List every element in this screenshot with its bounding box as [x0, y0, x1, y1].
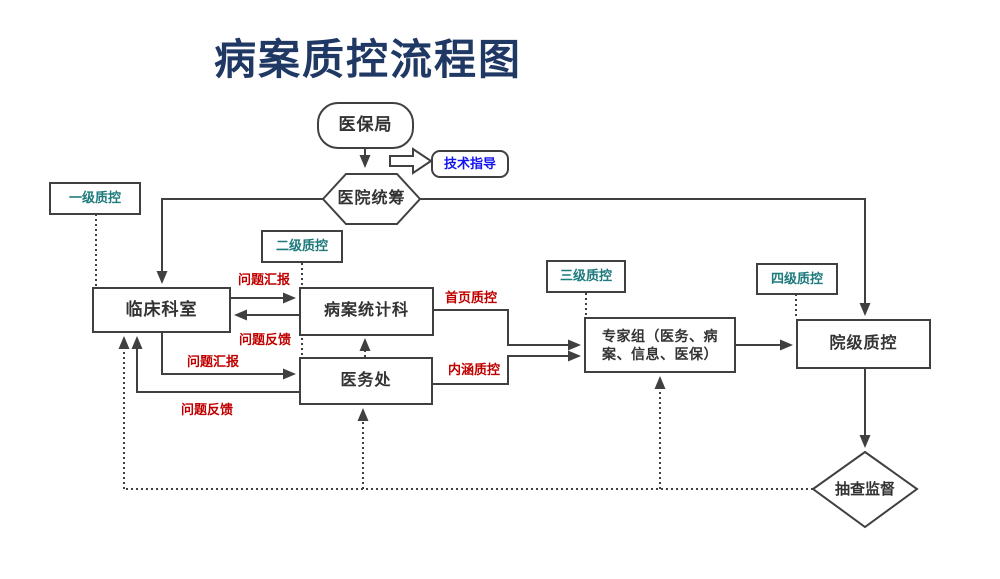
shape-level4-qc [756, 263, 838, 295]
node-level3-qc: 三级质控 [559, 268, 612, 284]
shape-hospital-coordination-hexagon [321, 173, 422, 225]
shape-hospital-level-qc [796, 319, 931, 369]
node-level4-qc: 四级质控 [770, 270, 823, 286]
node-level2-qc: 二级质控 [275, 238, 328, 254]
node-technical-guidance: 技术指导 [443, 155, 496, 171]
node-medical-affairs-office: 医务处 [340, 371, 392, 389]
node-expert-group: 专家组（医务、病 案、信息、医保） [585, 318, 735, 372]
shape-medical-affairs-office [299, 357, 433, 405]
node-level1-qc: 一级质控 [68, 190, 121, 206]
shape-spot-check-diamond [811, 450, 919, 529]
edge-label-problem-report-2: 问题汇报 [186, 353, 239, 369]
page-title: 病案质控流程图 [214, 36, 523, 83]
edge-label-problem-report-1: 问题汇报 [237, 271, 290, 287]
edge-coordination-to-hospital-qc [420, 198, 871, 316]
edge-label-content-qc: 内涵质控 [447, 361, 500, 377]
shape-medical-record-statistics [299, 287, 434, 336]
shape-level1-qc [49, 182, 141, 215]
shape-level2-qc [261, 230, 343, 263]
node-medical-record-statistics: 病案统计科 [323, 302, 409, 320]
node-clinical-department: 临床科室 [125, 299, 198, 319]
shape-level3-qc [546, 260, 626, 293]
edge-clinical-to-affairs-report [161, 332, 296, 380]
node-hospital-coordination: 医院统筹 [337, 189, 406, 207]
edge-label-problem-feedback-2: 问题反馈 [180, 401, 233, 417]
edge-label-front-page-qc: 首页质控 [444, 289, 497, 305]
expert-group-line1: 专家组（医务、病 [602, 327, 718, 344]
expert-group-line2: 案、信息、医保） [602, 346, 718, 362]
edge-coordination-to-clinical [156, 198, 323, 284]
shape-expert-group [584, 317, 736, 373]
edge-affairs-to-clinical-feedback [131, 336, 300, 393]
edge-label-problem-feedback-1: 问题反馈 [238, 331, 291, 347]
shape-medical-insurance-bureau [317, 102, 414, 149]
node-medical-insurance-bureau: 医保局 [338, 115, 393, 135]
shape-clinical-department [92, 287, 231, 333]
node-hospital-level-qc: 院级质控 [829, 334, 898, 352]
shape-technical-guidance [431, 150, 509, 178]
node-spot-check-supervision: 抽查监督 [834, 480, 895, 498]
edge-statistics-to-expert-frontpage [433, 309, 581, 351]
block-arrow-icon [389, 147, 433, 175]
edge-affairs-to-expert-content [432, 350, 581, 385]
